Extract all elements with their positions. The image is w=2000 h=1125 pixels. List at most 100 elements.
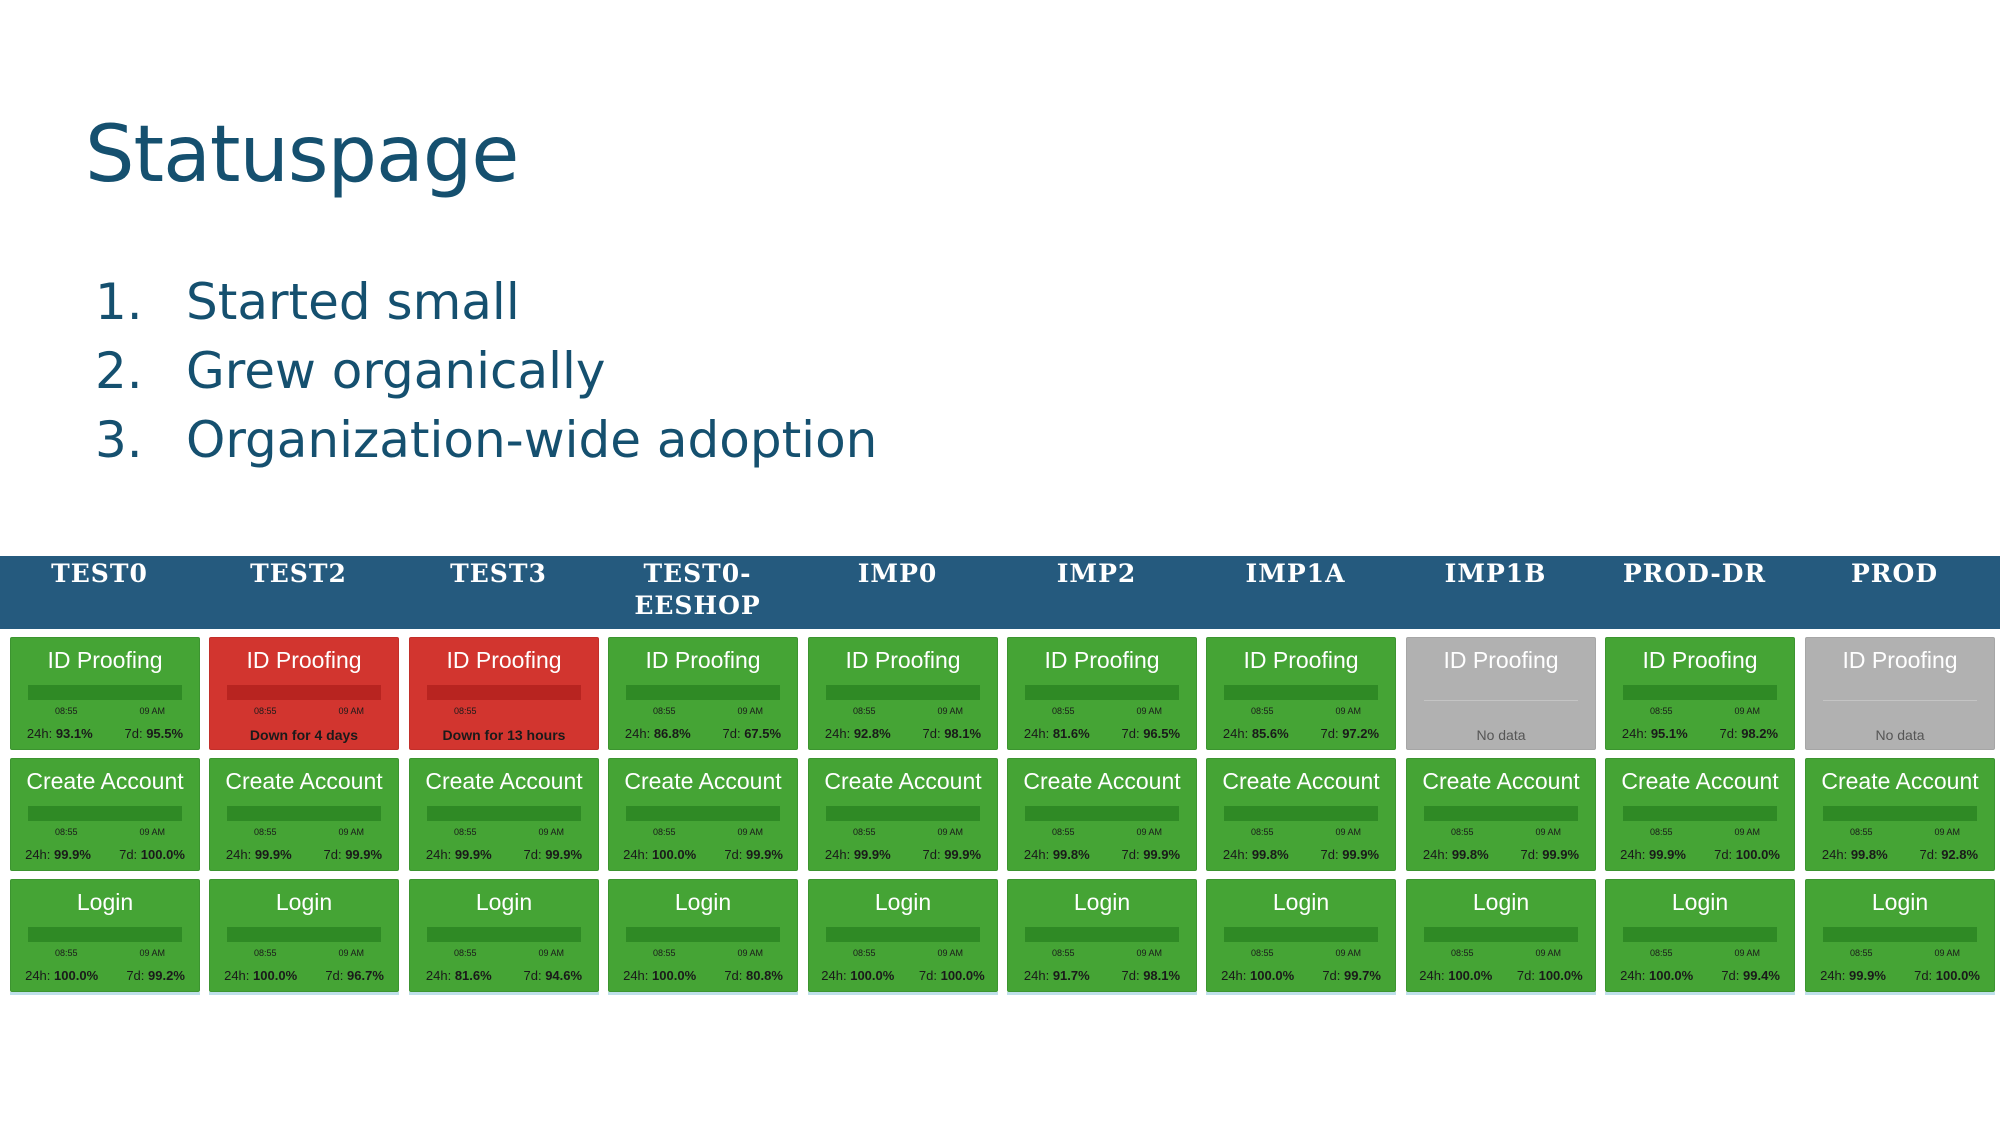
uptime-24h: 24h: 99.9%: [426, 847, 492, 862]
environment-name[interactable]: TEST2: [250, 559, 347, 588]
environment-name[interactable]: IMP1B: [1444, 559, 1547, 588]
environment-name[interactable]: IMP1A: [1245, 559, 1346, 588]
column-bottom-divider: [1007, 992, 1197, 995]
time-start-label: 08:55: [1052, 948, 1075, 958]
time-start-label: 08:55: [55, 706, 78, 716]
environment-name[interactable]: TEST0: [51, 559, 148, 588]
service-name: Login: [475, 889, 533, 915]
uptime-bar: [826, 806, 980, 821]
uptime-24h-value: 99.9%: [454, 847, 492, 862]
uptime-24h-label: 24h:: [1023, 726, 1050, 741]
column-bottom-divider: [10, 992, 200, 995]
uptime-stats: 24h: 86.8%7d: 67.5%: [609, 726, 797, 741]
environment-name[interactable]: IMP0: [857, 559, 938, 588]
uptime-7d-label: 7d:: [1914, 968, 1933, 983]
uptime-24h-value: 92.8%: [853, 726, 891, 741]
bullet-number: 2.: [95, 342, 143, 400]
uptime-7d-value: 100.0%: [1538, 968, 1583, 983]
time-start-label: 08:55: [853, 706, 876, 716]
environment-name[interactable]: IMP2: [1056, 559, 1137, 588]
environment-name[interactable]: TEST3: [450, 559, 547, 588]
service-name: ID Proofing: [1443, 647, 1559, 673]
time-start-label: 08:55: [853, 948, 876, 958]
service-name: Login: [1472, 889, 1530, 915]
uptime-7d: 7d: 96.7%: [325, 968, 384, 983]
uptime-stats: 24h: 81.6%7d: 94.6%: [410, 968, 598, 983]
column-bottom-divider: [808, 992, 998, 995]
time-end-label: 09 AM: [1136, 948, 1162, 958]
environment-name[interactable]: TEST0-EESHOP: [634, 559, 761, 620]
bullet-list: 1. Started small 2. Grew organically 3. …: [95, 268, 877, 475]
time-end-label: 09 AM: [139, 827, 165, 837]
uptime-7d-label: 7d:: [523, 968, 542, 983]
uptime-7d: 7d: 95.5%: [125, 726, 184, 741]
environment-name[interactable]: PROD-DR: [1622, 559, 1767, 588]
uptime-24h-value: 100.0%: [850, 968, 895, 983]
uptime-24h-value: 95.1%: [1650, 726, 1688, 741]
column-bottom-divider: [1406, 992, 1596, 995]
uptime-7d: 7d: 100.0%: [919, 968, 985, 983]
service-name: Create Account: [1222, 768, 1380, 794]
time-end-label: 09 AM: [538, 827, 564, 837]
uptime-stats: 24h: 100.0%7d: 96.7%: [210, 968, 398, 983]
time-start-label: 08:55: [454, 706, 477, 716]
uptime-7d-label: 7d:: [1721, 968, 1740, 983]
uptime-bar: [1224, 685, 1378, 700]
status-message: Down for 13 hours: [442, 727, 566, 743]
uptime-7d-label: 7d:: [1320, 726, 1339, 741]
uptime-24h: 24h: 99.9%: [825, 847, 891, 862]
time-start-label: 08:55: [1451, 948, 1474, 958]
uptime-7d: 7d: 98.1%: [1122, 968, 1181, 983]
uptime-7d-label: 7d:: [119, 847, 138, 862]
uptime-7d-label: 7d:: [722, 726, 741, 741]
time-end-label: 09 AM: [737, 827, 763, 837]
uptime-24h-label: 24h:: [26, 726, 53, 741]
uptime-stats: 24h: 100.0%7d: 99.7%: [1207, 968, 1395, 983]
uptime-24h-label: 24h:: [1222, 847, 1249, 862]
uptime-24h-value: 99.9%: [1649, 847, 1686, 862]
uptime-bar: [1823, 806, 1977, 821]
uptime-7d: 7d: 98.2%: [1720, 726, 1779, 741]
time-end-label: 09 AM: [1136, 827, 1162, 837]
bullet-text: Grew organically: [186, 342, 606, 400]
environment-name[interactable]: PROD: [1850, 559, 1939, 588]
uptime-7d: 7d: 100.0%: [1914, 968, 1980, 983]
time-end-label: 09 AM: [139, 948, 165, 958]
